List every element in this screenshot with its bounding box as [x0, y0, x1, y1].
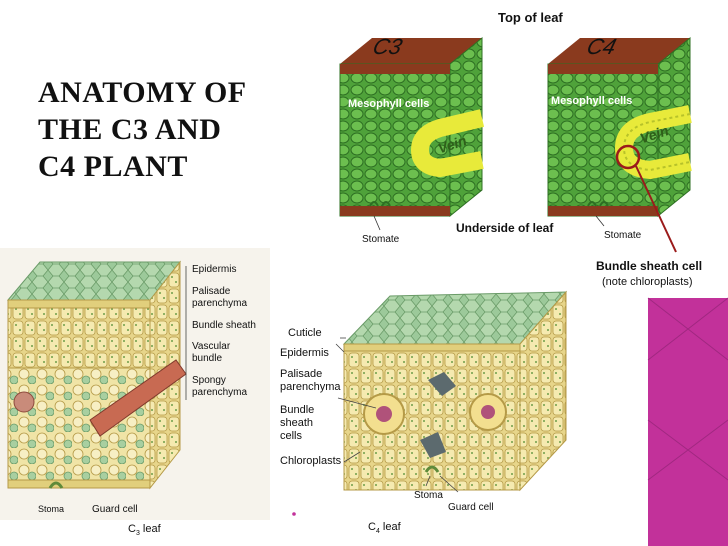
c3-upper-epidermis: [340, 64, 450, 74]
c4-bundle-label-3: cells: [280, 430, 303, 442]
c3-block: C3 Mesophyll cells Vein Stomate: [339, 34, 485, 245]
c3-leaf-caption: C3 leaf: [128, 523, 162, 537]
c3-stoma-icon: [48, 481, 64, 489]
bundle-sheath-note: (note chloroplasts): [602, 276, 693, 288]
c4-stomate-label: Stomate: [604, 230, 642, 241]
bundle-sheath-pointer: [635, 165, 677, 253]
c3-stomate-pointer: [373, 215, 381, 231]
c4-stomate-icon: [587, 201, 609, 207]
c3-stoma-label: Stoma: [38, 504, 64, 514]
c3-epidermis-layer: [7, 299, 151, 309]
accent-bar-texture: [647, 297, 728, 481]
c4-mesophyll-label: Mesophyll cells: [551, 95, 632, 107]
slide-title: ANATOMY OF THE C3 AND C4 PLANT: [38, 74, 298, 185]
c3-spongy-label-2: parenchyma: [192, 387, 247, 398]
c3-vein: [410, 109, 485, 178]
c4-palisade-label-2: parenchyma: [280, 381, 341, 393]
c4-bundle-label-2: sheath: [280, 417, 313, 429]
c4-leaf-diagram: Cuticle Epidermis Palisade parenchyma Bu…: [280, 290, 568, 535]
c3-guard-cell-label: Guard cell: [92, 504, 138, 515]
underside-label: Underside of leaf: [456, 221, 554, 235]
c3-vascular-label-2: bundle: [192, 353, 222, 364]
c4-epidermis-label: Epidermis: [280, 347, 329, 359]
c3-lower-epidermis: [340, 206, 450, 216]
c4-air-space: [428, 372, 456, 396]
c4-leaf-caption: C4 leaf: [368, 521, 402, 535]
c4-air-space-2: [420, 432, 446, 458]
c4-upper-epidermis: [548, 64, 658, 74]
c3-palisade-layer: [7, 307, 151, 369]
top-of-leaf-label: Top of leaf: [498, 10, 563, 25]
c4-front-face: [547, 63, 659, 217]
c4-chloroplasts-label: Chloroplasts: [280, 455, 342, 467]
bundle-sheath-highlight: [615, 144, 641, 170]
c3-palisade-label-2: parenchyma: [192, 298, 247, 309]
c4-stoma-pointer: [425, 475, 431, 487]
c4-cuticle-label: Cuticle: [288, 327, 322, 339]
title-line-2: THE C3 AND: [38, 113, 222, 146]
c4-chloroplast-pointer: [343, 451, 361, 463]
c4-top-epidermis: [548, 38, 690, 64]
title-line-1: ANATOMY OF: [38, 76, 247, 109]
c3-vascular-label-1: Vascular: [192, 341, 231, 352]
c3-spongy-layer: [7, 367, 151, 481]
bundle-sheath-label: Bundle sheath cell: [596, 259, 702, 273]
c4-bundle-pointer: [337, 397, 377, 409]
decorative-dot: [292, 512, 296, 516]
c4-epidermis-layer: [343, 343, 521, 352]
c4-epidermis-pointer: [335, 343, 345, 353]
c4-stoma-icon: [424, 465, 440, 473]
c3-top-epidermis: [340, 38, 482, 64]
c3-bundle-sheath-label: Bundle sheath: [192, 320, 256, 331]
title-line-3: C4 PLANT: [38, 150, 188, 183]
c4-tag: C4: [584, 34, 619, 59]
c4-vascular-bundle-2: [481, 405, 495, 419]
c3-spongy-label-1: Spongy: [192, 375, 226, 386]
c3-lower-epidermis-layer: [7, 479, 151, 489]
c4-guard-cell-label: Guard cell: [448, 502, 494, 513]
c4-vascular-bundle: [376, 406, 392, 422]
c3-vascular-bundle-front: [13, 391, 35, 413]
accent-bar: [648, 298, 728, 546]
c3-leaf-diagram: Epidermis Palisade parenchyma Bundle she…: [0, 248, 270, 537]
c3-stomate-icon: [369, 201, 391, 207]
c4-bundle-label-1: Bundle: [280, 404, 314, 416]
c3-palisade-label-1: Palisade: [192, 286, 231, 297]
c3-epidermis-label: Epidermis: [192, 264, 236, 275]
c4-palisade-label-1: Palisade: [280, 368, 322, 380]
c4-stoma-label: Stoma: [414, 490, 443, 501]
c3-mesophyll-label: Mesophyll cells: [348, 98, 429, 110]
c4-lower-epidermis: [548, 206, 658, 216]
c4-stomate-pointer: [595, 215, 605, 227]
c4-block: C4 Mesophyll cells Vein Stomate: [547, 34, 692, 253]
c3-stomate-label: Stomate: [362, 234, 400, 245]
c4-guard-cell-pointer: [439, 475, 459, 493]
